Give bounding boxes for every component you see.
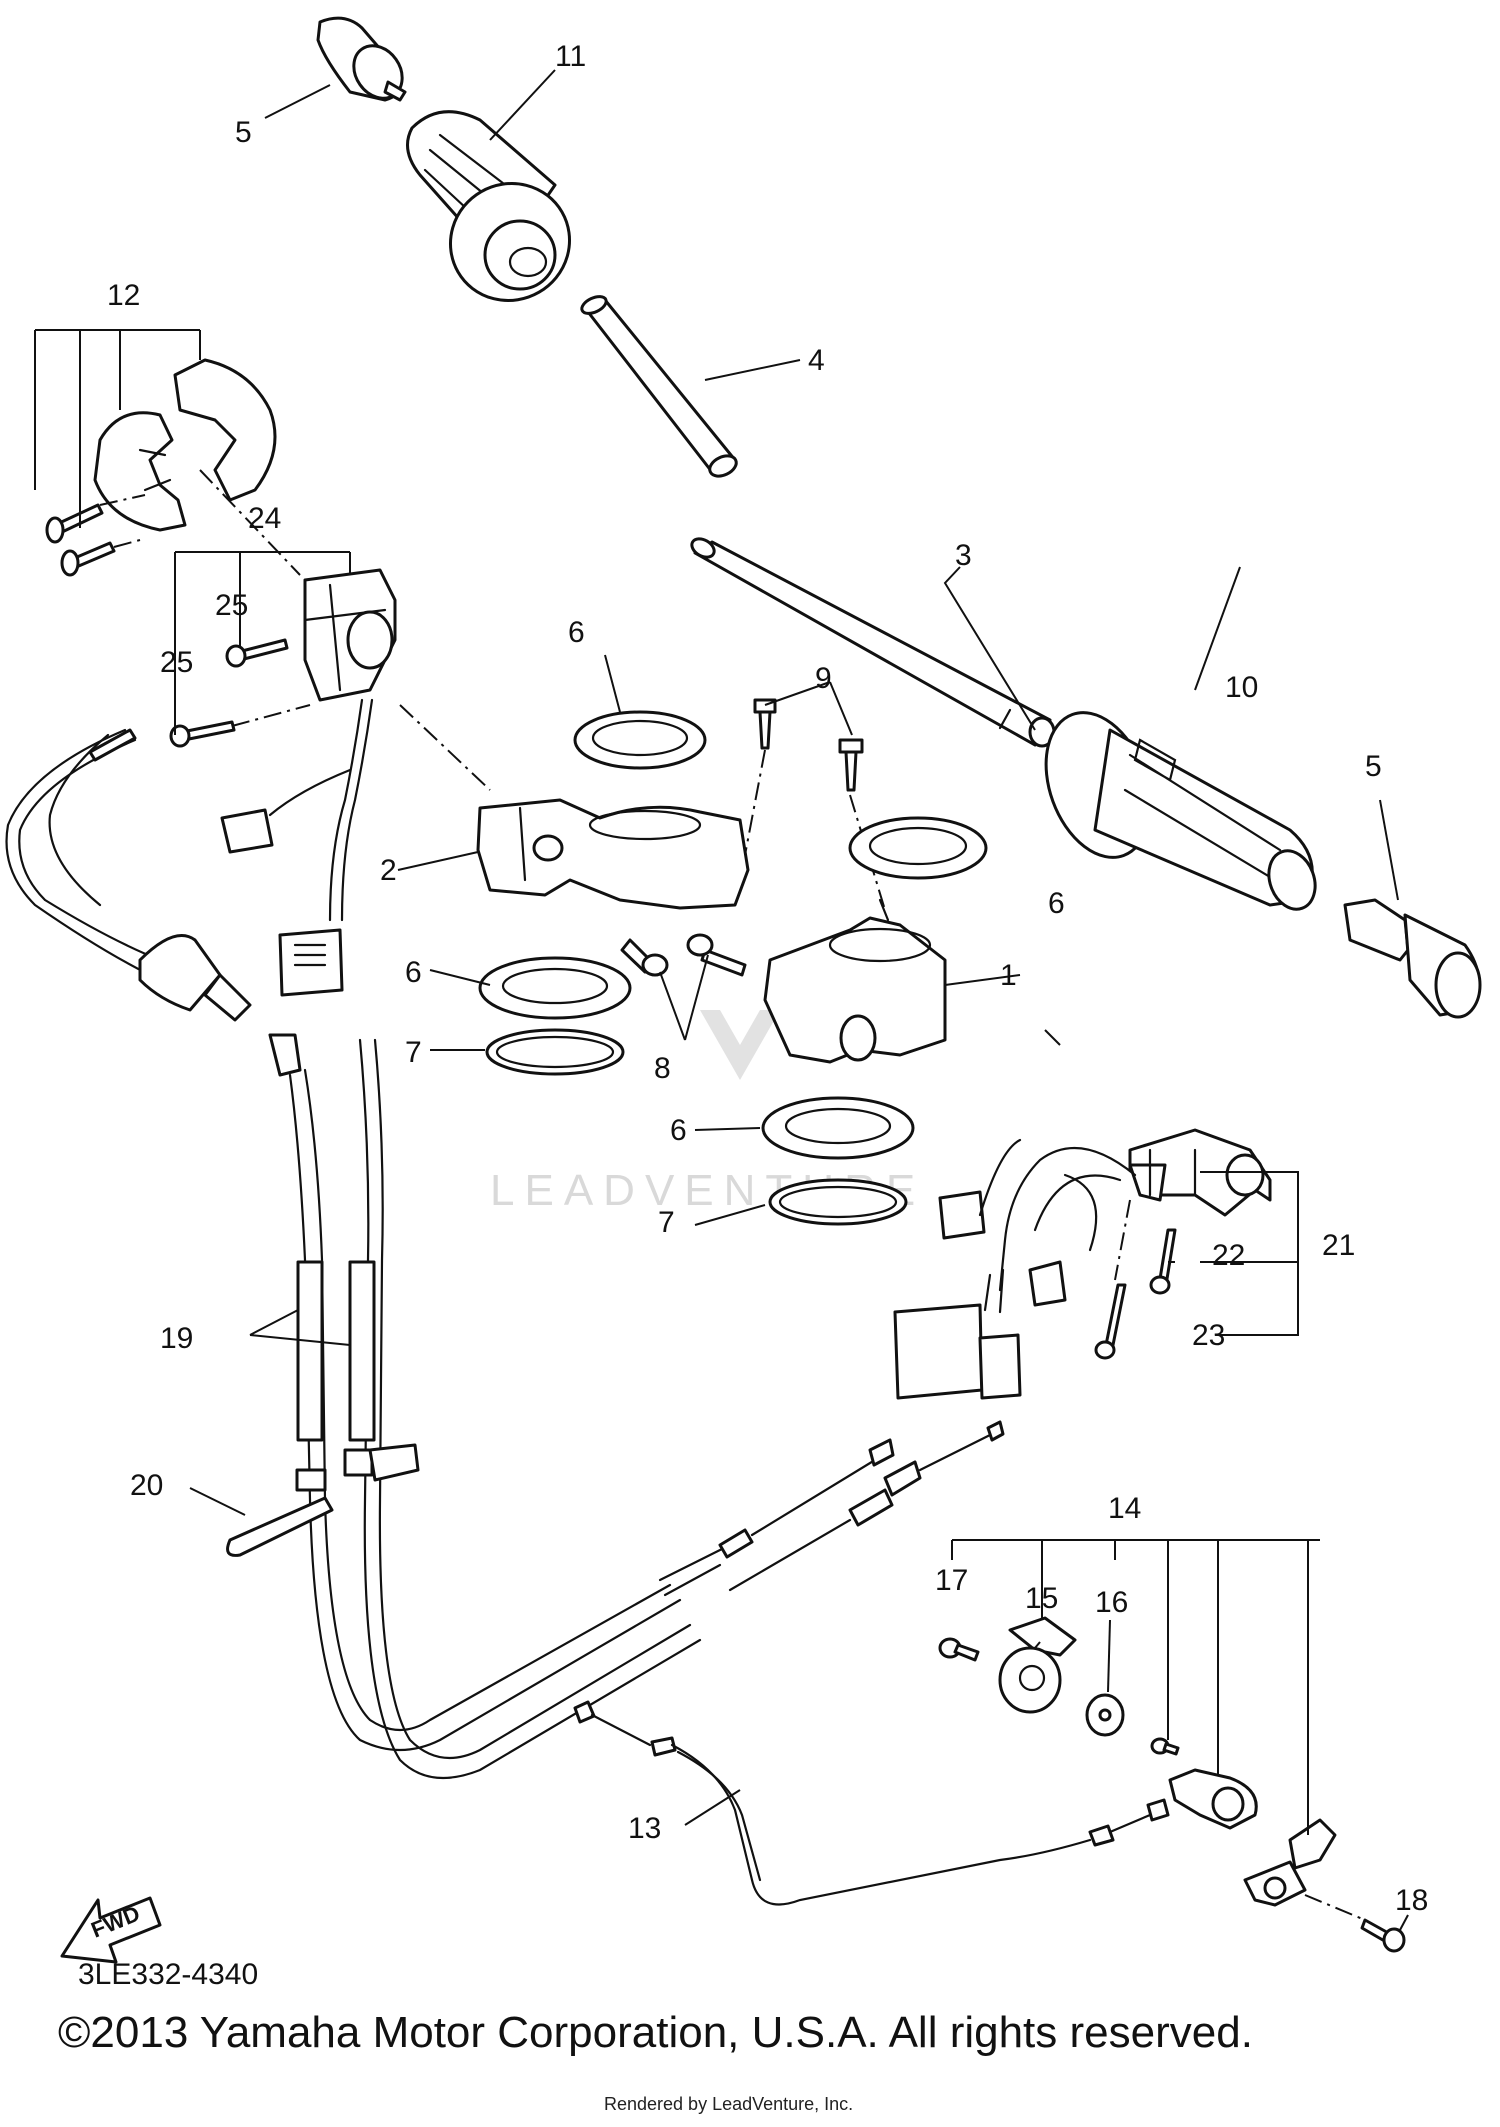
callout-6a: 6	[568, 616, 585, 649]
screw-17	[938, 1637, 980, 1662]
bolt-9b	[838, 738, 864, 792]
throttle-pipe	[580, 295, 738, 478]
callout-2: 2	[380, 854, 397, 887]
callout-12: 12	[107, 279, 140, 312]
bolt-9a	[753, 698, 777, 750]
left-switch-housing	[220, 568, 397, 997]
grip-left	[1044, 711, 1317, 911]
handlebar	[690, 537, 1056, 748]
callout-9: 9	[815, 662, 832, 695]
grommet-6b	[848, 816, 988, 880]
callout-5-right: 5	[1365, 750, 1382, 783]
rendered-by-notice: Rendered by LeadVenture, Inc.	[604, 2094, 854, 2114]
callout-25a: 25	[215, 589, 248, 622]
callout-15: 15	[1025, 1582, 1058, 1615]
washer-7b	[768, 1178, 908, 1226]
callout-20: 20	[130, 1469, 163, 1502]
callout-14: 14	[1108, 1492, 1141, 1525]
callout-5-top: 5	[235, 116, 252, 149]
bolt-8b	[686, 933, 747, 977]
screw-12b	[60, 541, 116, 577]
callout-24: 24	[248, 502, 281, 535]
forward-arrow: FWD	[60, 1896, 162, 1964]
leader-lines	[34, 69, 1409, 1931]
throttle-cables	[5, 728, 702, 1780]
callout-10: 10	[1225, 671, 1258, 704]
callout-7b: 7	[658, 1206, 675, 1239]
copyright-notice: ©2013 Yamaha Motor Corporation, U.S.A. A…	[58, 2008, 1253, 2057]
callout-6d: 6	[670, 1114, 687, 1147]
callout-25b: 25	[160, 646, 193, 679]
cable-tie	[226, 1496, 334, 1557]
screw-25a	[225, 638, 289, 668]
grommet-6a	[573, 710, 707, 770]
bolt-8a	[620, 938, 669, 977]
washer-7a	[485, 1028, 625, 1076]
part-code: 3LE332-4340	[78, 1958, 259, 1991]
callout-16: 16	[1095, 1586, 1128, 1619]
screw-22	[1149, 1228, 1177, 1295]
grommet-6d	[761, 1096, 915, 1160]
screw-23	[1094, 1283, 1127, 1360]
cable-ends	[658, 1420, 1005, 1597]
bar-end-weight-right	[1343, 898, 1482, 1019]
callout-8: 8	[654, 1052, 671, 1085]
callout-19: 19	[160, 1322, 193, 1355]
callout-22: 22	[1212, 1239, 1245, 1272]
callout-11: 11	[555, 40, 586, 73]
callout-3: 3	[955, 539, 972, 572]
callout-18: 18	[1395, 1884, 1428, 1917]
choke-lever-assembly	[998, 1616, 1337, 1907]
choke-cable	[573, 1700, 1170, 1906]
screw-25b	[169, 720, 236, 748]
callout-6c: 6	[405, 956, 422, 989]
screw-14	[1150, 1737, 1180, 1756]
callouts: 1 2 3 4 5 5 6 6 6 6 7 7 8 9 10 11 12 13 …	[107, 40, 1428, 1917]
callout-1: 1	[1000, 959, 1017, 992]
throttle-grip	[406, 110, 572, 303]
bar-end-weight-top	[316, 16, 407, 102]
throttle-housing	[93, 358, 277, 532]
bracket-left	[476, 798, 750, 910]
right-switch-housing	[893, 1128, 1272, 1400]
callout-21: 21	[1322, 1229, 1355, 1262]
callout-13: 13	[628, 1812, 661, 1845]
callout-23: 23	[1192, 1319, 1225, 1352]
grommet-6c	[478, 956, 632, 1020]
callout-17: 17	[935, 1564, 968, 1597]
screw-12a	[45, 503, 104, 544]
screw-18	[1360, 1918, 1406, 1953]
callout-6b: 6	[1048, 887, 1065, 920]
bracket-right	[763, 898, 947, 1064]
callout-4: 4	[808, 344, 825, 377]
callout-7a: 7	[405, 1036, 422, 1069]
